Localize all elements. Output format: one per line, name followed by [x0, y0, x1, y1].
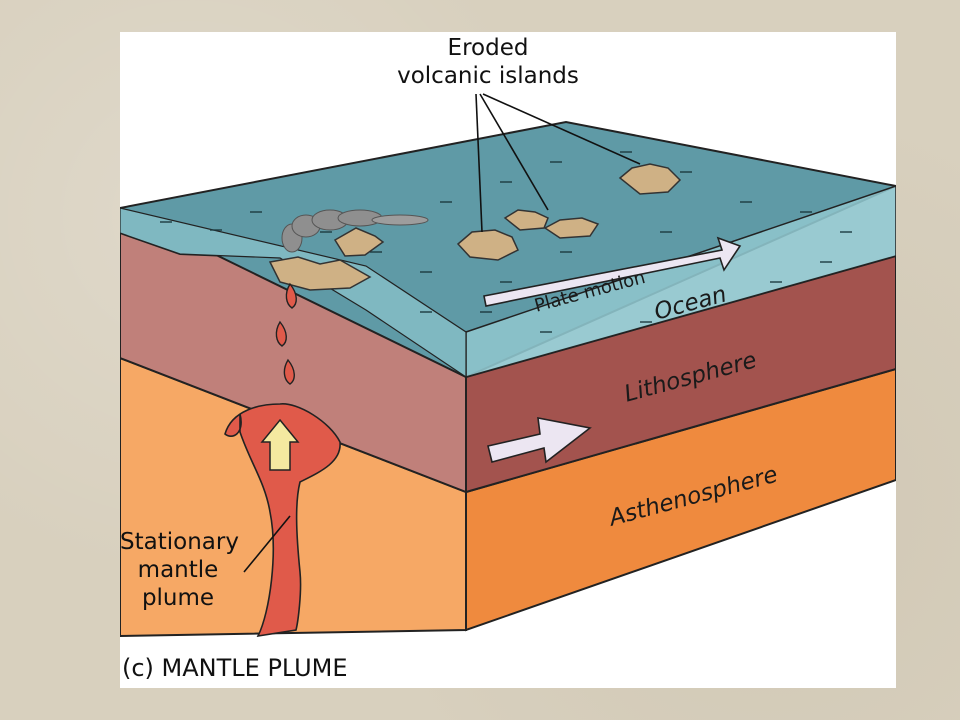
plume-pointer	[243, 515, 291, 573]
island-4	[543, 217, 600, 239]
plume-label-line3: plume	[141, 585, 215, 611]
island-2	[456, 229, 519, 261]
lithosphere-motion-arrow	[487, 417, 592, 464]
eroded-volcanic-islands-label: Eroded volcanic islands	[388, 34, 588, 90]
volcanic-islands	[268, 163, 682, 291]
eroded-label-line1: Eroded	[447, 35, 529, 61]
plume-label-line1: Stationary	[120, 529, 239, 555]
mantle-plume	[224, 403, 341, 638]
plume-label-line2: mantle	[137, 557, 219, 583]
eroded-islands-pointers	[475, 93, 641, 233]
island-5	[618, 163, 682, 195]
island-3	[503, 209, 549, 231]
magma-droplets	[275, 282, 297, 385]
island-1	[333, 227, 385, 257]
stationary-mantle-plume-label: Stationary mantle plume	[120, 528, 239, 612]
diagram-slide: Eroded volcanic islands Plate motion Oce…	[120, 32, 896, 688]
volcanic-smoke	[281, 209, 429, 253]
plate-motion-arrow	[483, 236, 742, 307]
eroded-label-line2: volcanic islands	[397, 63, 579, 89]
ocean-left-face	[120, 207, 467, 379]
plume-up-arrow	[260, 418, 300, 471]
figure-caption: (c) MANTLE PLUME	[122, 654, 348, 682]
mantle-plume-diagram	[120, 93, 896, 638]
